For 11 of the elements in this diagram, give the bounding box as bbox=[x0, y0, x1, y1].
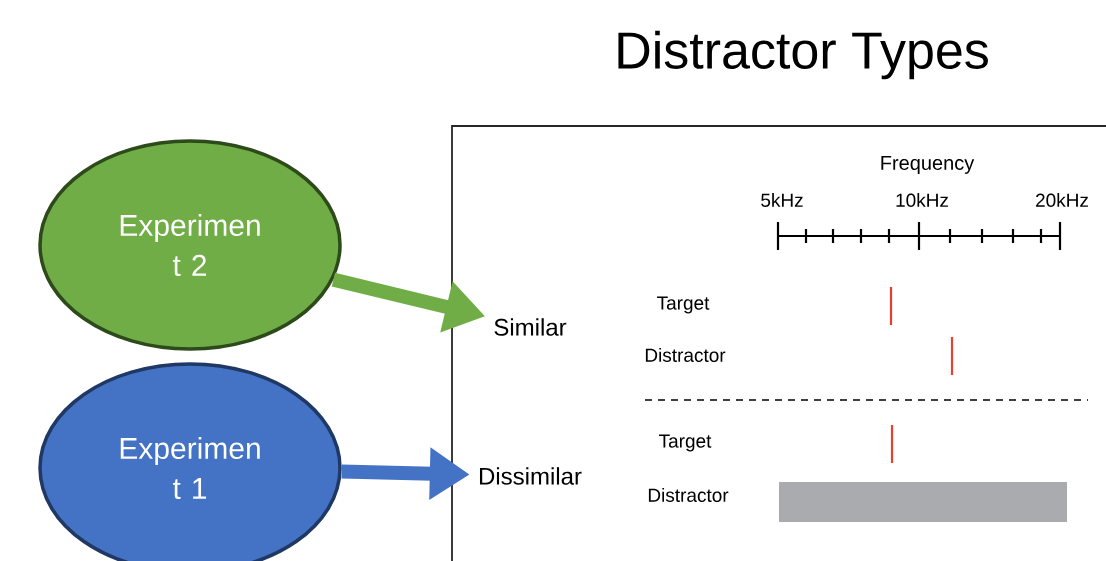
category-label: Dissimilar bbox=[480, 467, 582, 485]
row-label: Target bbox=[657, 296, 710, 314]
tick-label: 10kHz bbox=[896, 193, 948, 207]
row-label: Distractor bbox=[648, 488, 729, 502]
category-label: Similar bbox=[494, 318, 567, 336]
title: Distractor Types bbox=[618, 30, 988, 80]
row-label: Target bbox=[659, 434, 712, 452]
row-label: Distractor bbox=[645, 348, 726, 362]
tick-label: 20kHz bbox=[1036, 193, 1088, 207]
tick-label: 5kHz bbox=[761, 193, 803, 207]
axis-title: Frequency bbox=[881, 156, 975, 174]
